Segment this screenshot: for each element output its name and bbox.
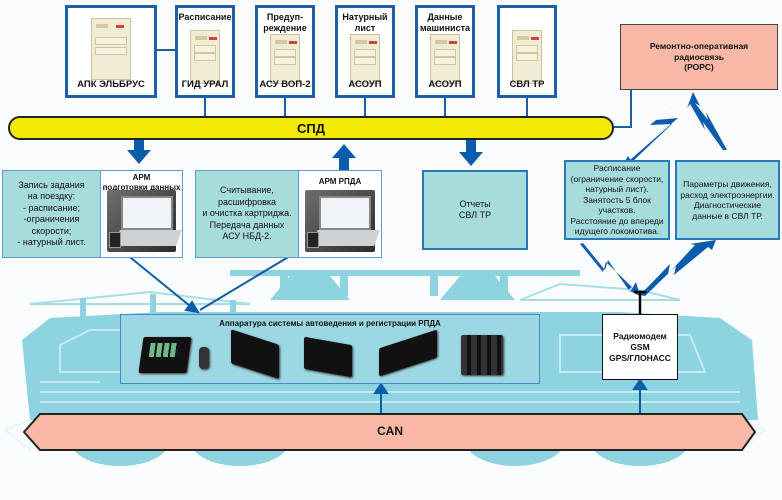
equipment-title: Аппаратура системы автоведения и регистр… [219,319,441,328]
arm-prep-station[interactable]: АРМ подготовки данных [100,170,183,258]
server-caption: Данные машиниста [420,12,470,33]
server-tower-icon [91,18,131,80]
radio-outgoing-box: Параметры движения, расход электроэнерги… [675,160,780,240]
arm-rpda-title: АРМ РПДА [318,177,362,186]
server-label: АСУ ВОП-2 [259,79,311,90]
radiomodem-box[interactable]: Радиомодем GSM GPS/ГЛОНАСС [602,314,678,380]
equipment-panel[interactable]: Аппаратура системы автоведения и регистр… [120,314,540,384]
server-label: АПК ЭЛЬБРУС [77,79,145,90]
radio-incoming-text: Расписание (ограничение скорости, натурн… [570,163,664,237]
server-caption: Натурный лист [342,12,388,33]
modem-bolt-up [640,240,716,296]
can-bus [22,413,757,451]
task-note: Запись задания на поездку: - расписание;… [2,170,101,258]
server-caption: Предуп- реждение [263,12,307,33]
server-label: АСОУП [348,79,382,90]
interface-box-icon [231,329,279,379]
read-note: Считывание, расшифровка и очистка картри… [195,170,299,258]
server-label: ГИД УРАЛ [181,79,229,90]
server-label: СВЛ ТР [509,79,545,90]
server-tower-icon [270,34,300,84]
server-tower-icon [512,30,542,84]
server-tower-icon [190,30,220,84]
server-label: АСОУП [428,79,462,90]
radio-outgoing-text: Параметры движения, расход электроэнерги… [680,179,775,221]
can-label: CAN [377,424,403,438]
reports-text: Отчеты СВЛ ТР [458,198,492,221]
recorder-unit-icon [304,336,352,378]
rors-label: Ремонтно-оперативная радиосвязь (РОРС) [649,41,749,73]
power-module-icon [461,335,503,375]
radiomodem-text: Радиомодем GSM GPS/ГЛОНАСС [609,330,671,363]
arrow-up-arm-rpda [332,144,356,170]
arrow-down-reports [459,140,483,166]
reports-box[interactable]: Отчеты СВЛ ТР [422,170,528,250]
arm-prep-title: АРМ подготовки данных [102,173,181,192]
modem-bolt-down [580,243,640,296]
server-asoup-driver[interactable]: Данные машиниста АСОУП [415,5,475,98]
rors-box[interactable]: Ремонтно-оперативная радиосвязь (РОРС) [620,24,778,90]
spd-label: СПД [297,121,325,136]
arm-rpda-station[interactable]: АРМ РПДА [298,170,382,258]
server-apk-elbrus[interactable]: АПК ЭЛЬБРУС [65,5,157,98]
server-asu-vop2[interactable]: Предуп- реждение АСУ ВОП-2 [255,5,315,98]
laptop-icon [305,190,380,252]
server-caption: Расписание [178,12,232,22]
task-note-text: Запись задания на поездку: - расписание;… [17,179,86,248]
read-note-text: Считывание, расшифровка и очистка картри… [202,185,292,242]
server-tower-icon [430,34,460,84]
sensor-cylinder-icon [199,347,209,369]
server-gid-ural[interactable]: Расписание ГИД УРАЛ [175,5,235,98]
radio-bolt-up [687,92,727,150]
laptop-icon [107,190,182,252]
radio-bolt-down [622,92,690,166]
spd-bus: СПД [8,116,614,140]
processor-unit-icon [379,329,437,377]
server-asoup-natural[interactable]: Натурный лист АСОУП [335,5,395,98]
server-tower-icon [350,34,380,84]
arrow-down-arm-prep [127,140,151,164]
radio-incoming-box: Расписание (ограничение скорости, натурн… [564,160,670,240]
server-svl-tr[interactable]: СВЛ ТР [497,5,557,98]
keypad-unit-icon [138,337,192,373]
